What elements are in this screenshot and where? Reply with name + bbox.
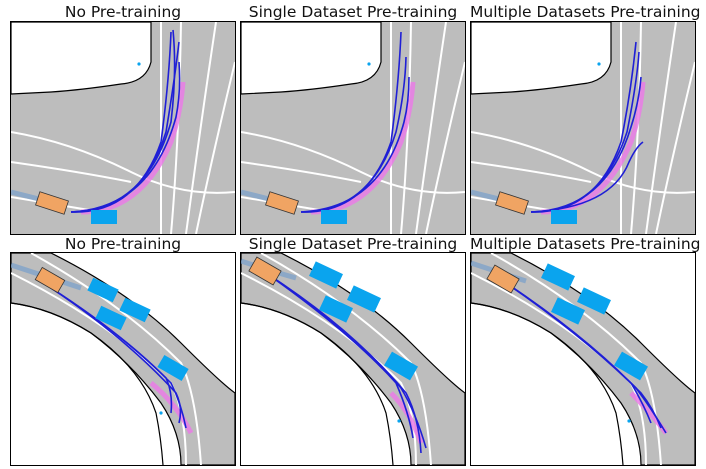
prediction-paths: [300, 31, 410, 213]
ego-vehicle: [34, 266, 66, 294]
agent-dot: [367, 62, 371, 66]
agent-dot: [597, 62, 601, 66]
prediction-paths: [505, 282, 667, 434]
lane-lines: [241, 22, 465, 234]
road-curve-inner: [241, 302, 394, 465]
scene-panel-r2-c1: [10, 252, 236, 466]
offroad-area: [11, 22, 152, 95]
map-curve: [241, 253, 465, 465]
other-vehicle: [321, 210, 347, 224]
ego-vehicle: [495, 191, 529, 215]
prediction-paths: [70, 29, 181, 213]
map-intersection: [11, 22, 235, 234]
other-vehicle: [157, 354, 189, 382]
other-vehicle: [551, 210, 577, 224]
prediction-paths: [530, 41, 644, 213]
scene-panel-r1-c1: [10, 21, 236, 235]
other-vehicle: [87, 277, 119, 303]
other-vehicle: [91, 210, 117, 224]
panel-title-r1-c3: Multiple Datasets Pre-training: [470, 3, 701, 21]
other-vehicle: [551, 297, 585, 325]
ground-truth-path: [310, 81, 416, 215]
prediction-paths: [265, 272, 427, 454]
other-vehicle: [577, 287, 611, 315]
panel-title-r1-c1: No Pre-training: [64, 3, 182, 21]
ground-truth-path: [80, 81, 186, 215]
other-vehicle: [119, 297, 151, 323]
other-vehicle: [319, 295, 353, 323]
other-vehicle: [541, 263, 575, 291]
map-curve: [11, 253, 235, 465]
road-curve-inner: [11, 302, 164, 465]
scene-panel-r2-c3: [470, 252, 696, 466]
ground-truth-path: [149, 381, 194, 435]
lane-lines: [11, 22, 235, 234]
agent-dot: [137, 62, 141, 66]
other-vehicle: [384, 351, 418, 381]
panel-title-r2-c2: Single Dataset Pre-training: [248, 235, 458, 253]
ego-vehicle: [35, 191, 69, 215]
scene-panel-r2-c2: [240, 252, 466, 466]
agent-dot: [627, 419, 631, 423]
panel-title-r2-c3: Multiple Datasets Pre-training: [470, 235, 701, 253]
panel-title-r1-c2: Single Dataset Pre-training: [248, 3, 458, 21]
map-curve: [471, 253, 695, 465]
other-vehicle: [347, 285, 381, 313]
agent-dot: [159, 411, 163, 415]
offroad-area: [241, 22, 382, 95]
other-vehicle: [614, 351, 648, 381]
map-intersection: [471, 22, 695, 234]
panel-title-r2-c1: No Pre-training: [64, 235, 182, 253]
agent-dot: [397, 419, 401, 423]
scene-panel-r1-c3: [470, 21, 696, 235]
ego-vehicle: [265, 191, 299, 215]
road-surface: [241, 253, 465, 465]
map-intersection: [241, 22, 465, 234]
ego-vehicle: [486, 264, 520, 294]
other-vehicle: [309, 261, 343, 289]
road-curve-inner: [471, 302, 624, 465]
prediction-paths: [50, 287, 187, 429]
scene-panel-r1-c2: [240, 21, 466, 235]
ego-vehicle: [248, 256, 282, 286]
offroad-area: [471, 22, 612, 95]
other-vehicle: [95, 305, 127, 331]
